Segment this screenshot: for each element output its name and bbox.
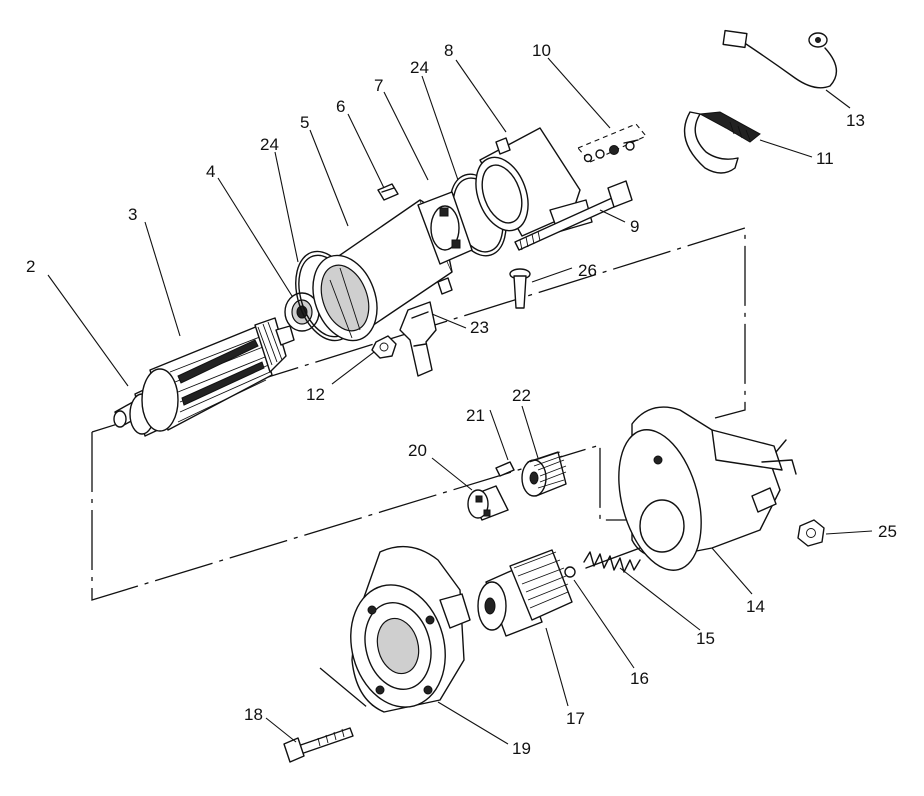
band-strap xyxy=(683,111,761,174)
mounting-bolt xyxy=(283,727,354,763)
pinion-gear xyxy=(521,451,567,497)
pin-26 xyxy=(509,268,531,309)
callout-15: 15 xyxy=(696,629,715,648)
callout-8: 8 xyxy=(444,41,453,60)
brush-clip xyxy=(377,183,399,201)
callout-5: 5 xyxy=(300,113,309,132)
callout-14: 14 xyxy=(746,597,765,616)
hardware-kit xyxy=(577,123,647,163)
drive-housing xyxy=(350,545,471,713)
nut-12 xyxy=(371,335,397,359)
steel-ball xyxy=(564,566,576,578)
callout-7: 7 xyxy=(374,76,383,95)
shift-lever xyxy=(399,301,437,377)
callout-20: 20 xyxy=(408,441,427,460)
callout-6: 6 xyxy=(336,97,345,116)
callout-labels: 2 3 4 5 6 7 8 9 10 11 12 13 14 15 16 17 … xyxy=(26,41,897,758)
spring xyxy=(583,547,641,573)
armature xyxy=(113,317,295,437)
callout-11: 11 xyxy=(816,149,834,168)
callout-17: 17 xyxy=(566,709,585,728)
solenoid-housing xyxy=(618,406,797,571)
roller-21 xyxy=(495,461,515,477)
callout-10: 10 xyxy=(532,41,551,60)
through-bolt-9 xyxy=(514,180,633,251)
callout-21: 21 xyxy=(466,406,485,425)
leader-lines xyxy=(47,57,873,745)
callout-3: 3 xyxy=(128,205,137,224)
callout-24-left: 24 xyxy=(260,135,279,154)
callout-18: 18 xyxy=(244,705,263,724)
callout-12: 12 xyxy=(306,385,325,404)
callout-25: 25 xyxy=(878,522,897,541)
callout-22: 22 xyxy=(512,386,531,405)
callout-19: 19 xyxy=(512,739,531,758)
callout-23: 23 xyxy=(470,318,489,337)
callout-2: 2 xyxy=(26,257,35,276)
callout-26: 26 xyxy=(578,261,597,280)
nut-25 xyxy=(797,519,825,547)
overrunning-clutch xyxy=(477,549,573,637)
end-cover xyxy=(475,127,593,237)
wire-lead xyxy=(722,29,838,89)
brush-holder xyxy=(417,191,473,295)
callout-13: 13 xyxy=(846,111,865,130)
callout-24-right: 24 xyxy=(410,58,429,77)
callout-16: 16 xyxy=(630,669,649,688)
callout-9: 9 xyxy=(630,217,639,236)
callout-4: 4 xyxy=(206,162,215,181)
clutch-cage xyxy=(467,485,509,521)
